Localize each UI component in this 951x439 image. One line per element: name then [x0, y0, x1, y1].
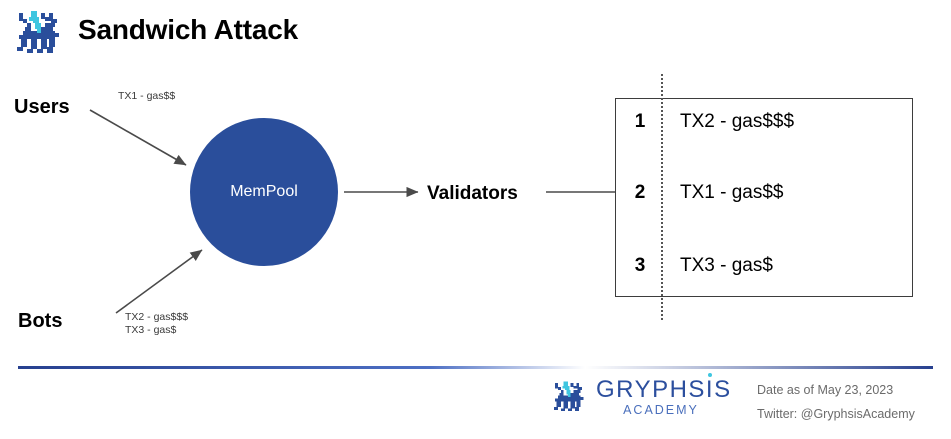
- footer-meta: Date as of May 23, 2023 Twitter: @Gryphs…: [757, 378, 915, 426]
- footer-brand-subtitle: ACADEMY: [623, 403, 699, 417]
- flow-note-bots: TX2 - gas$$$ TX3 - gas$: [125, 311, 188, 337]
- mempool-label: MemPool: [230, 183, 298, 200]
- mempool-node: MemPool: [190, 118, 338, 266]
- tx-text: TX3 - gas$: [680, 255, 773, 276]
- tx-text: TX1 - gas$$: [680, 182, 784, 203]
- actor-label-bots: Bots: [18, 310, 63, 332]
- footer-wordmark: GRYPHSIS ACADEMY: [596, 376, 730, 418]
- arrow-users-to-mempool: [89, 109, 187, 166]
- tx-index: 3: [634, 255, 646, 276]
- gryphsis-dragon-icon: [553, 381, 584, 412]
- footer-brand-part-2: S: [714, 376, 732, 403]
- flow-note-bots-line-2: TX3 - gas$: [125, 324, 177, 336]
- footer-divider: [18, 366, 933, 369]
- flow-note-bots-line-1: TX2 - gas$$$: [125, 311, 189, 323]
- tx-index: 1: [634, 111, 646, 132]
- tx-index: 2: [634, 182, 646, 203]
- table-row: 3 TX3 - gas$: [616, 255, 912, 277]
- block-transaction-box: 1 TX2 - gas$$$ 2 TX1 - gas$$ 3 TX3 - gas…: [615, 98, 913, 297]
- tx-text: TX2 - gas$$$: [680, 111, 795, 132]
- flow-note-users: TX1 - gas$$: [118, 90, 176, 102]
- gryphsis-dragon-icon: [17, 11, 59, 53]
- footer-brand-dotted-i: I: [705, 376, 715, 403]
- footer-brand-name: GRYPHSIS: [596, 376, 730, 403]
- table-row: 1 TX2 - gas$$$: [616, 111, 912, 133]
- footer-brand-part-1: GRYPHS: [596, 376, 706, 403]
- actor-label-users: Users: [14, 96, 70, 118]
- page-title: Sandwich Attack: [78, 14, 299, 45]
- block-dotted-divider: [661, 74, 663, 320]
- arrow-bots-to-mempool: [115, 249, 203, 314]
- footer-twitter-handle: Twitter: @GryphsisAcademy: [757, 407, 915, 421]
- table-row: 2 TX1 - gas$$: [616, 182, 912, 204]
- validators-label: Validators: [427, 183, 518, 204]
- footer-date: Date as of May 23, 2023: [757, 383, 894, 397]
